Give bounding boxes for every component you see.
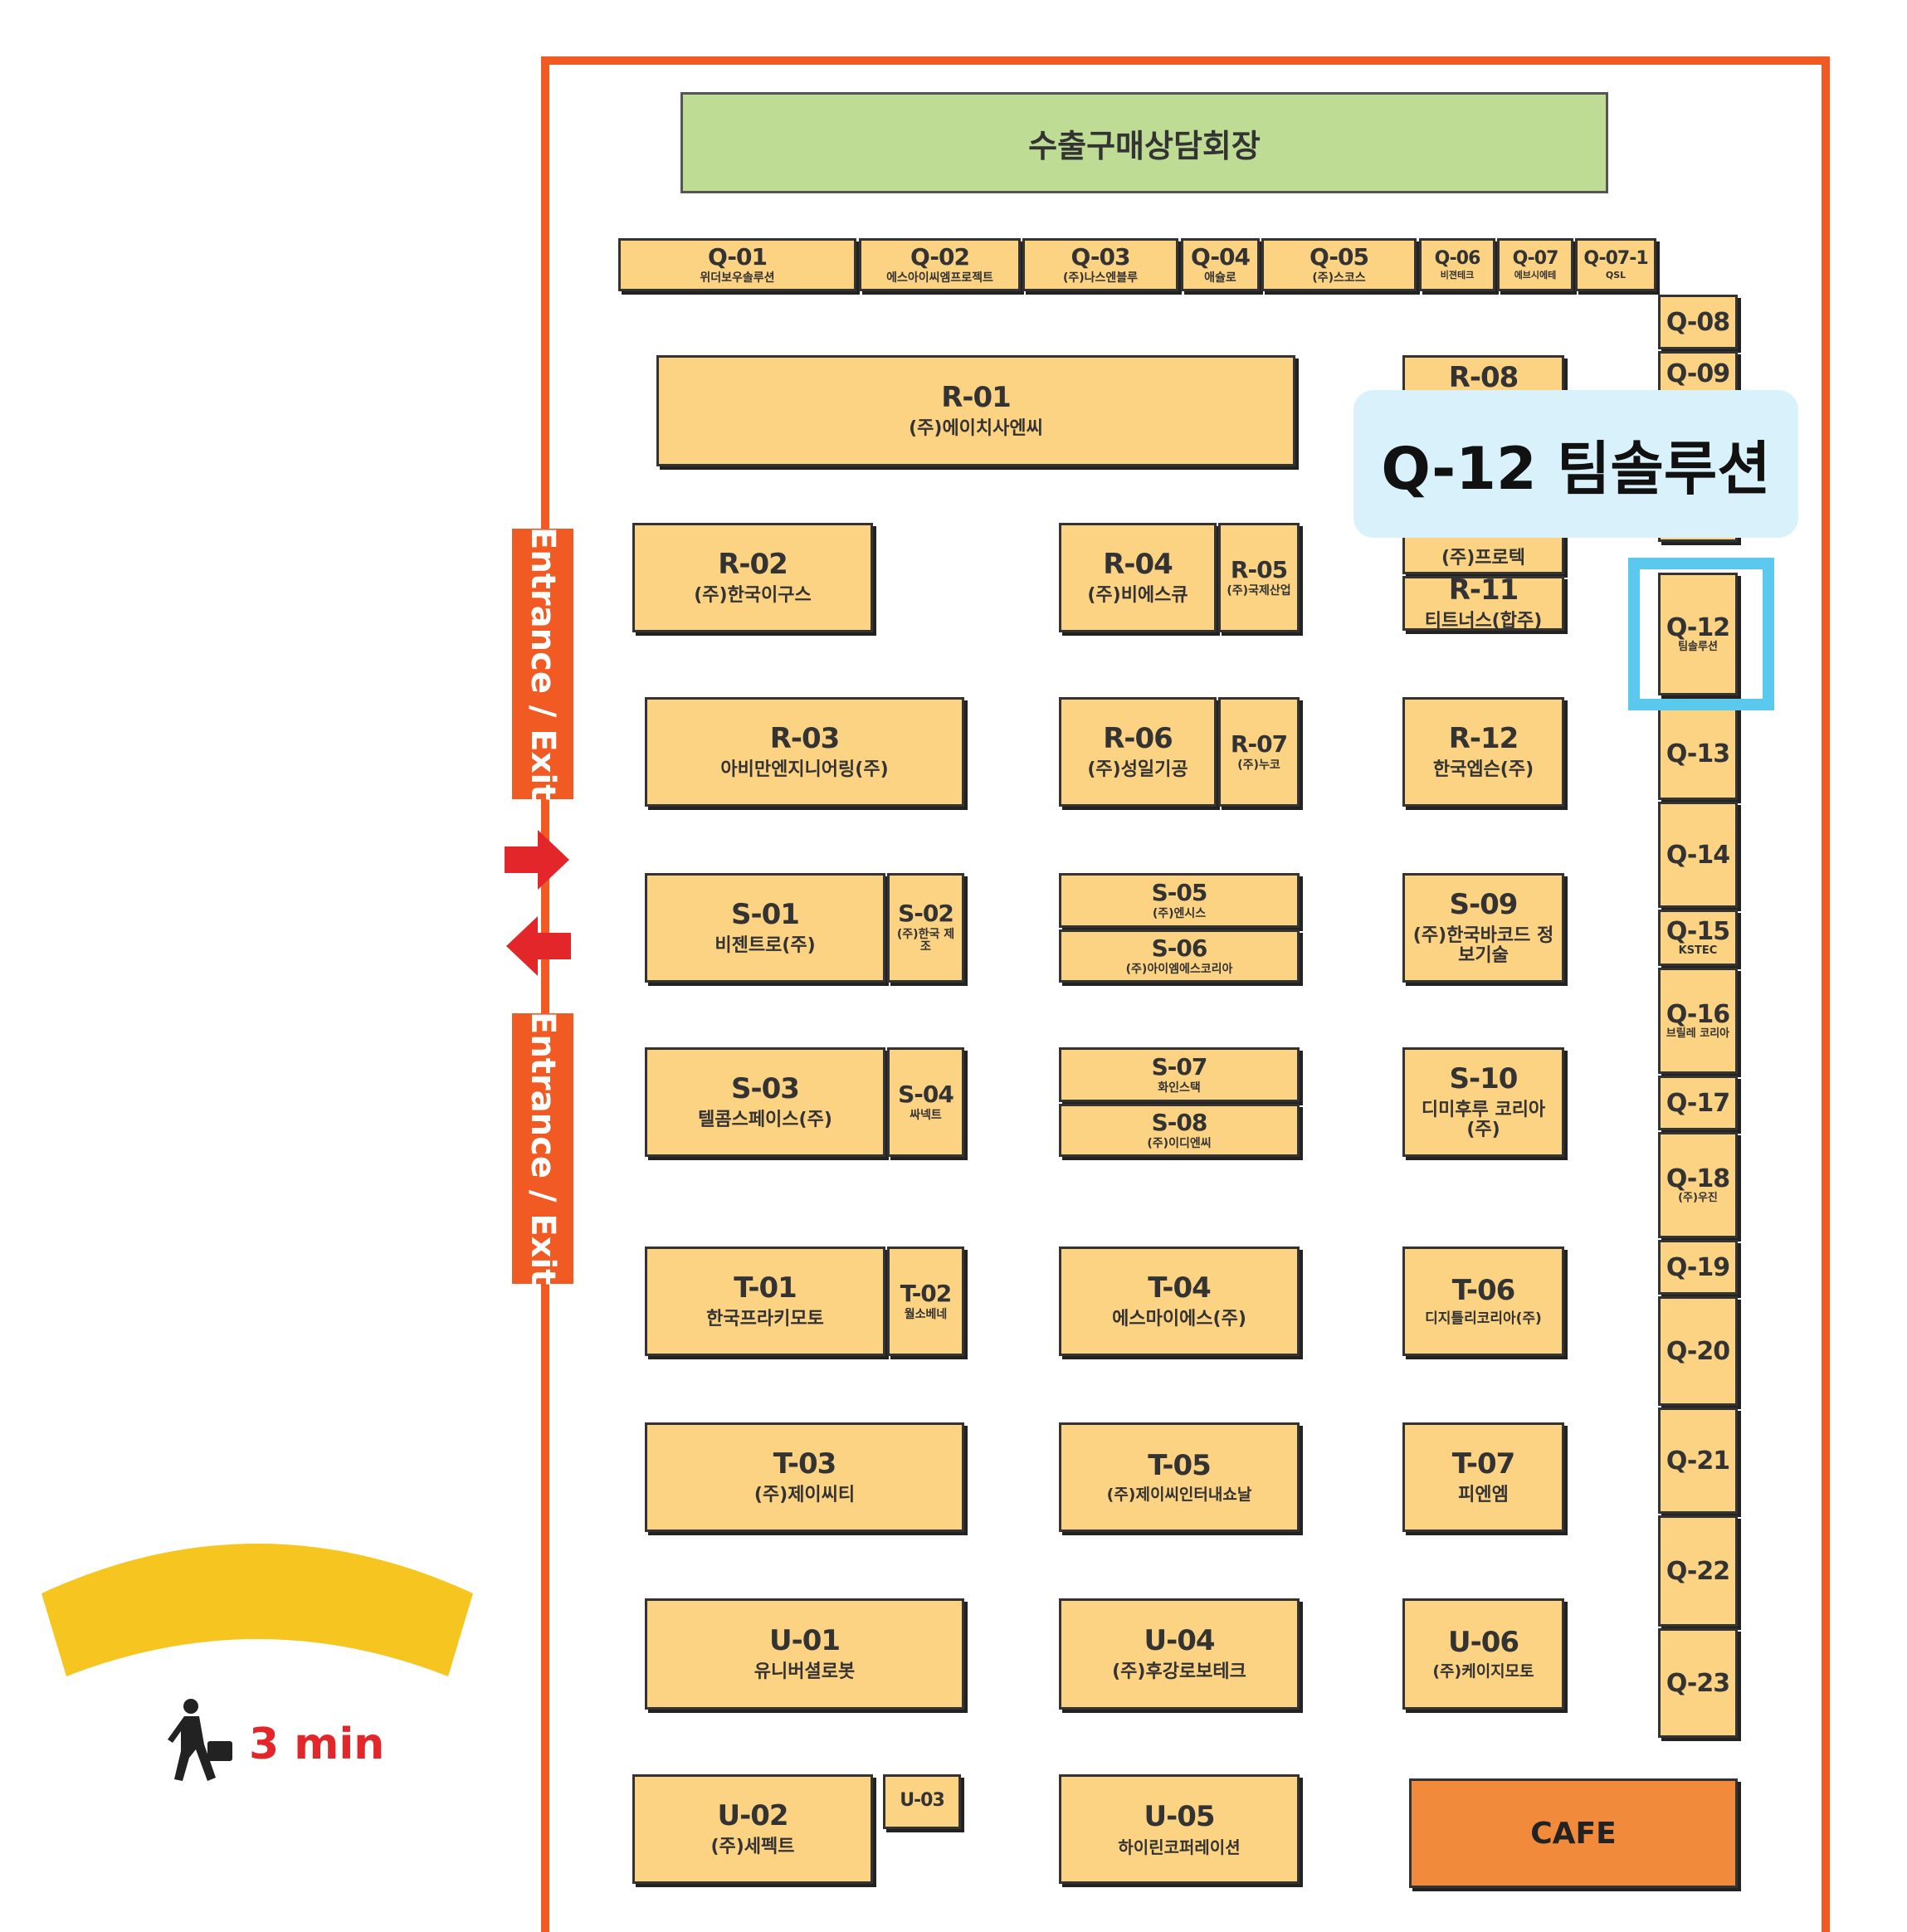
booth-r02[interactable]: R-02(주)한국이구스 bbox=[632, 523, 873, 632]
booth-s02[interactable]: S-02(주)한국 제조 bbox=[887, 873, 964, 983]
walking-path-arc-icon bbox=[41, 1544, 473, 1676]
booth-t05[interactable]: T-05(주)제이씨인터내쇼날 bbox=[1059, 1422, 1300, 1532]
booth-r06[interactable]: R-06(주)성일기공 bbox=[1059, 697, 1217, 807]
cafe[interactable]: CAFE bbox=[1409, 1778, 1738, 1888]
booth-q18[interactable]: Q-18(주)우진 bbox=[1658, 1132, 1738, 1238]
entry-exit-arrows-icon bbox=[505, 830, 571, 976]
booth-q03[interactable]: Q-03(주)나스엔블루 bbox=[1022, 238, 1178, 291]
booth-q08[interactable]: Q-08 bbox=[1658, 295, 1738, 349]
booth-q23[interactable]: Q-23 bbox=[1658, 1628, 1738, 1738]
booth-r07[interactable]: R-07(주)누코 bbox=[1218, 697, 1300, 807]
popup-label: Q-12 팀솔루션 bbox=[1381, 434, 1771, 503]
booth-u06[interactable]: U-06(주)케이지모토 bbox=[1402, 1598, 1564, 1710]
selected-booth-popup[interactable]: Q-12 팀솔루션 bbox=[1353, 390, 1798, 538]
booth-r04[interactable]: R-04(주)비에스큐 bbox=[1059, 523, 1217, 632]
booth-q20[interactable]: Q-20 bbox=[1658, 1296, 1738, 1406]
booth-q13[interactable]: Q-13 bbox=[1658, 707, 1738, 800]
booth-r01[interactable]: R-01(주)에이치사엔씨 bbox=[656, 355, 1295, 466]
booth-s05[interactable]: S-05(주)엔시스 bbox=[1059, 873, 1300, 928]
exhibition-hall-outline bbox=[541, 56, 1830, 1932]
booth-r05[interactable]: R-05(주)국제산업 bbox=[1218, 523, 1300, 632]
booth-q19[interactable]: Q-19 bbox=[1658, 1240, 1738, 1295]
booth-q14[interactable]: Q-14 bbox=[1658, 802, 1738, 908]
booth-s08[interactable]: S-08(주)이디엔씨 bbox=[1059, 1104, 1300, 1157]
booth-q17[interactable]: Q-17 bbox=[1658, 1076, 1738, 1130]
walking-person-icon bbox=[168, 1699, 232, 1781]
walk-time-label: 3 min bbox=[249, 1720, 385, 1769]
lounge-label: 수출구매상담회장 bbox=[1028, 127, 1261, 164]
booth-u02[interactable]: U-02(주)세펙트 bbox=[632, 1774, 873, 1884]
booth-s06[interactable]: S-06(주)아이엠에스코리아 bbox=[1059, 929, 1300, 983]
booth-u04[interactable]: U-04(주)후강로보테크 bbox=[1059, 1598, 1300, 1710]
export-buyer-consultation-area[interactable]: 수출구매상담회장 bbox=[680, 92, 1608, 193]
booth-s09[interactable]: S-09(주)한국바코드 정보기술 bbox=[1402, 873, 1564, 983]
entrance-exit-upper[interactable]: Entrance / Exit bbox=[512, 527, 573, 801]
booth-t03[interactable]: T-03(주)제이씨티 bbox=[645, 1422, 964, 1532]
booth-q21[interactable]: Q-21 bbox=[1658, 1408, 1738, 1514]
booth-q22[interactable]: Q-22 bbox=[1658, 1515, 1738, 1627]
entrance-exit-lower[interactable]: Entrance / Exit bbox=[512, 1012, 573, 1286]
selected-booth-highlight bbox=[1628, 558, 1774, 710]
booth-u03[interactable]: U-03 bbox=[883, 1774, 961, 1829]
booth-q05[interactable]: Q-05(주)스코스 bbox=[1261, 238, 1417, 291]
cafe-label: CAFE bbox=[1530, 1816, 1617, 1851]
